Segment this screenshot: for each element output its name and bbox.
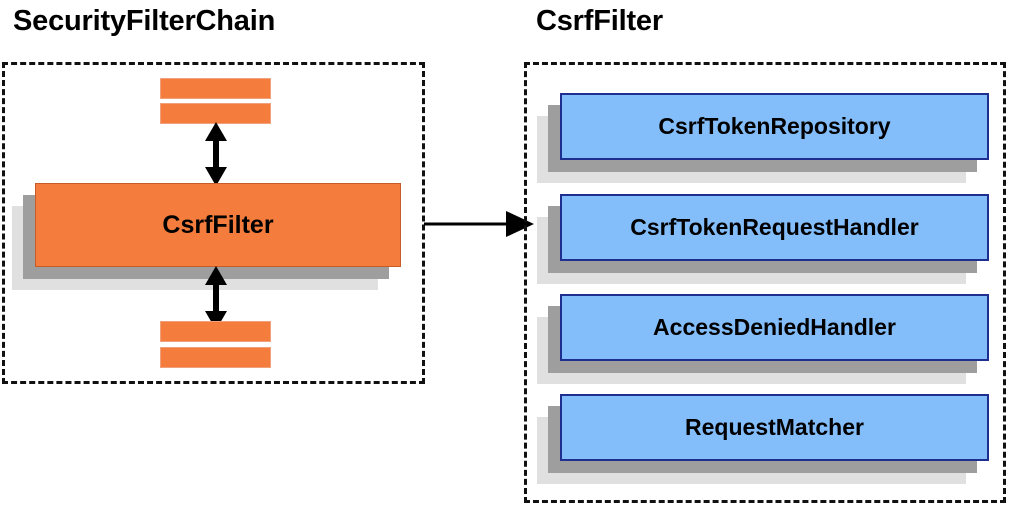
group-box-csrf-filter (524, 62, 1006, 503)
node-csrf-token-repository[interactable]: CsrfTokenRepository (537, 93, 989, 183)
group-box-security-filter-chain (2, 62, 425, 384)
node-csrf-filter[interactable]: CsrfFilter (12, 183, 401, 290)
filter-stub-bottom-1 (160, 321, 271, 342)
node-request-matcher[interactable]: RequestMatcher (537, 394, 989, 484)
page-title-csrf-filter: CsrfFilter (536, 5, 663, 37)
node-access-denied-handler-label: AccessDeniedHandler (560, 294, 989, 361)
expansion-arrow (424, 208, 534, 240)
node-csrf-filter-label: CsrfFilter (35, 183, 401, 267)
filter-stub-top-2 (160, 103, 271, 124)
page-title-security-filter-chain: SecurityFilterChain (13, 5, 276, 37)
node-csrf-token-repository-label: CsrfTokenRepository (560, 93, 989, 160)
arrow-bottom-double (200, 266, 232, 330)
node-request-matcher-label: RequestMatcher (560, 394, 989, 461)
filter-stub-bottom-2 (160, 347, 271, 368)
node-csrf-token-request-handler-label: CsrfTokenRequestHandler (560, 194, 989, 261)
node-access-denied-handler[interactable]: AccessDeniedHandler (537, 294, 989, 384)
node-csrf-token-request-handler[interactable]: CsrfTokenRequestHandler (537, 194, 989, 284)
filter-stub-top-1 (160, 78, 271, 99)
arrow-top-double (200, 122, 232, 186)
